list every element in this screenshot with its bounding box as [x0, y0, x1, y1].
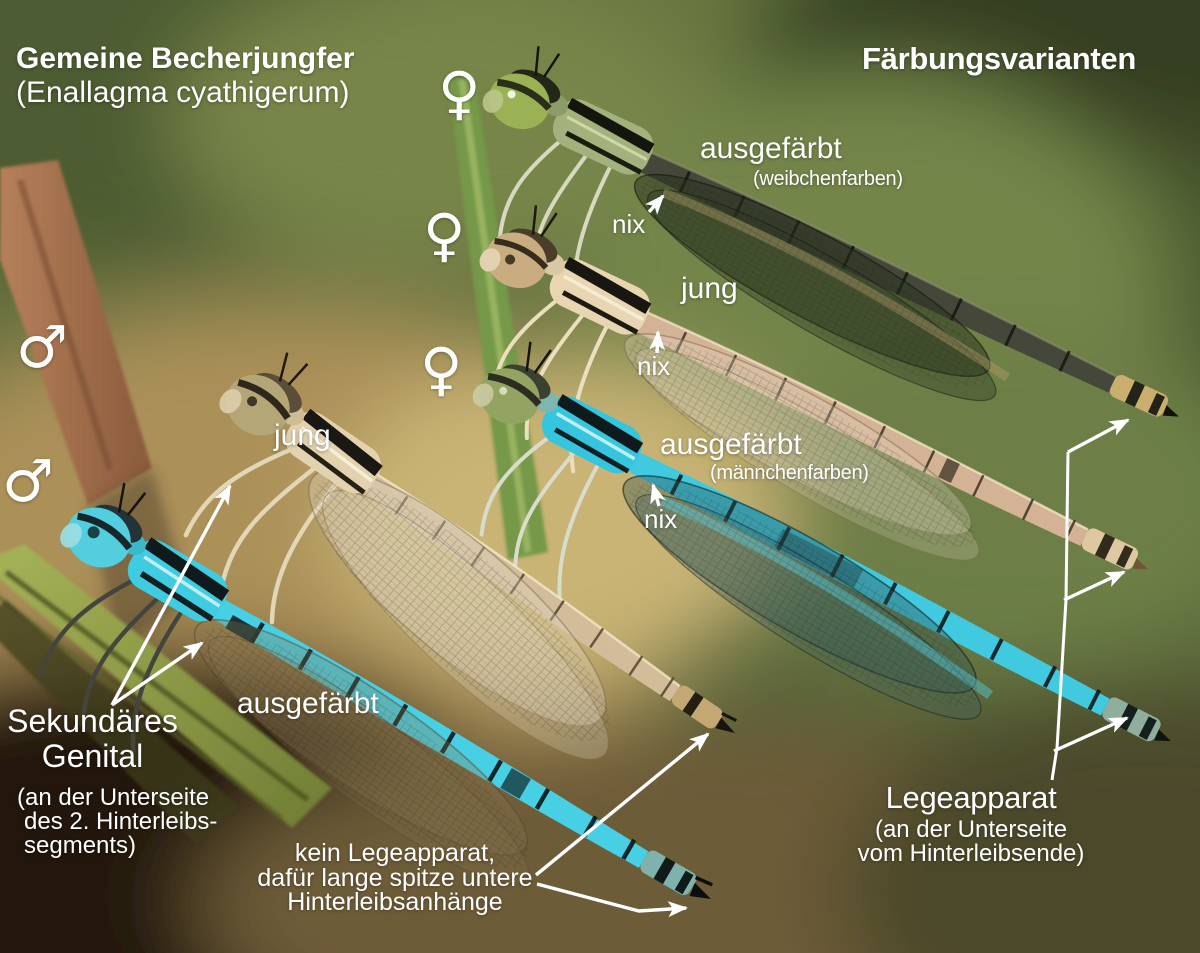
- label-nix-middle: nix: [637, 351, 671, 381]
- nix-arrow-bottom: [650, 483, 666, 507]
- label-young-female: jung: [681, 272, 738, 305]
- note-adult-female: (weibchenfarben): [753, 168, 903, 190]
- female-symbol-middle: ♀: [423, 201, 466, 269]
- label-young-male: jung: [274, 419, 331, 452]
- male-tip-arrow-adult: [536, 882, 688, 918]
- adult-male-wings: [193, 618, 530, 885]
- ovipositor-arrow-bottom: [1053, 716, 1129, 753]
- female-symbol-top: ♀: [438, 59, 481, 127]
- male-symbol-bottom: ♂: [2, 447, 54, 515]
- nix-arrow-middle: [649, 330, 666, 354]
- secondary-genital-line2: Genital: [41, 738, 144, 775]
- secondary-genital-line1: Sekundäres: [7, 703, 178, 739]
- label-nix-bottom: nix: [644, 504, 678, 534]
- ovipositor-arrow-top: [1067, 418, 1130, 454]
- right-heading: Färbungsvarianten: [862, 41, 1136, 76]
- young-female-wings: [623, 333, 980, 561]
- label-andromorph-female: ausgefärbt: [660, 428, 802, 461]
- ovipositor-title: Legeapparat: [885, 780, 1057, 815]
- secondary-genital-arrow-young: [110, 484, 232, 706]
- label-adult-male: ausgefärbt: [237, 687, 379, 720]
- male-symbol-top: ♂: [16, 313, 68, 381]
- ovipositor-line: [1050, 451, 1070, 781]
- annotation-arrows: [110, 194, 1130, 918]
- ovipositor-arrow-middle: [1063, 570, 1126, 602]
- secondary-genital-title: Sekundäres Genital: [0, 703, 185, 775]
- scientific-name: (Enallagma cyathigerum): [16, 75, 350, 109]
- secondary-genital-note: (an der Unterseite des 2. Hinterleibs- s…: [17, 784, 218, 859]
- adult-male-damselfly: [38, 482, 713, 900]
- andromorph-female-wings: [622, 475, 994, 720]
- andromorph-female-damselfly: [472, 341, 1171, 742]
- ovipositor-label: Legeapparat (an der Unterseite vom Hinte…: [846, 780, 1096, 866]
- male-abdomen-tip-note: kein Legeapparat, dafür lange spitze unt…: [257, 839, 533, 916]
- adult-female-wings: [633, 173, 1010, 402]
- young-male-damselfly: [183, 352, 737, 760]
- common-name: Gemeine Becherjungfer: [16, 42, 355, 75]
- adult-female-damselfly: [482, 46, 1179, 417]
- young-male-wings: [308, 468, 609, 760]
- page-title: Gemeine Becherjungfer (Enallagma cyathig…: [16, 42, 354, 109]
- label-nix-top: nix: [612, 209, 646, 239]
- female-symbol-bottom: ♀: [420, 335, 463, 403]
- label-adult-female: ausgefärbt: [700, 132, 842, 165]
- male-tip-arrow-young: [534, 732, 710, 877]
- note-andromorph-female: (männchenfarben): [710, 462, 869, 484]
- secondary-genital-arrow-adult: [111, 641, 204, 707]
- nix-arrow-top: [645, 194, 665, 215]
